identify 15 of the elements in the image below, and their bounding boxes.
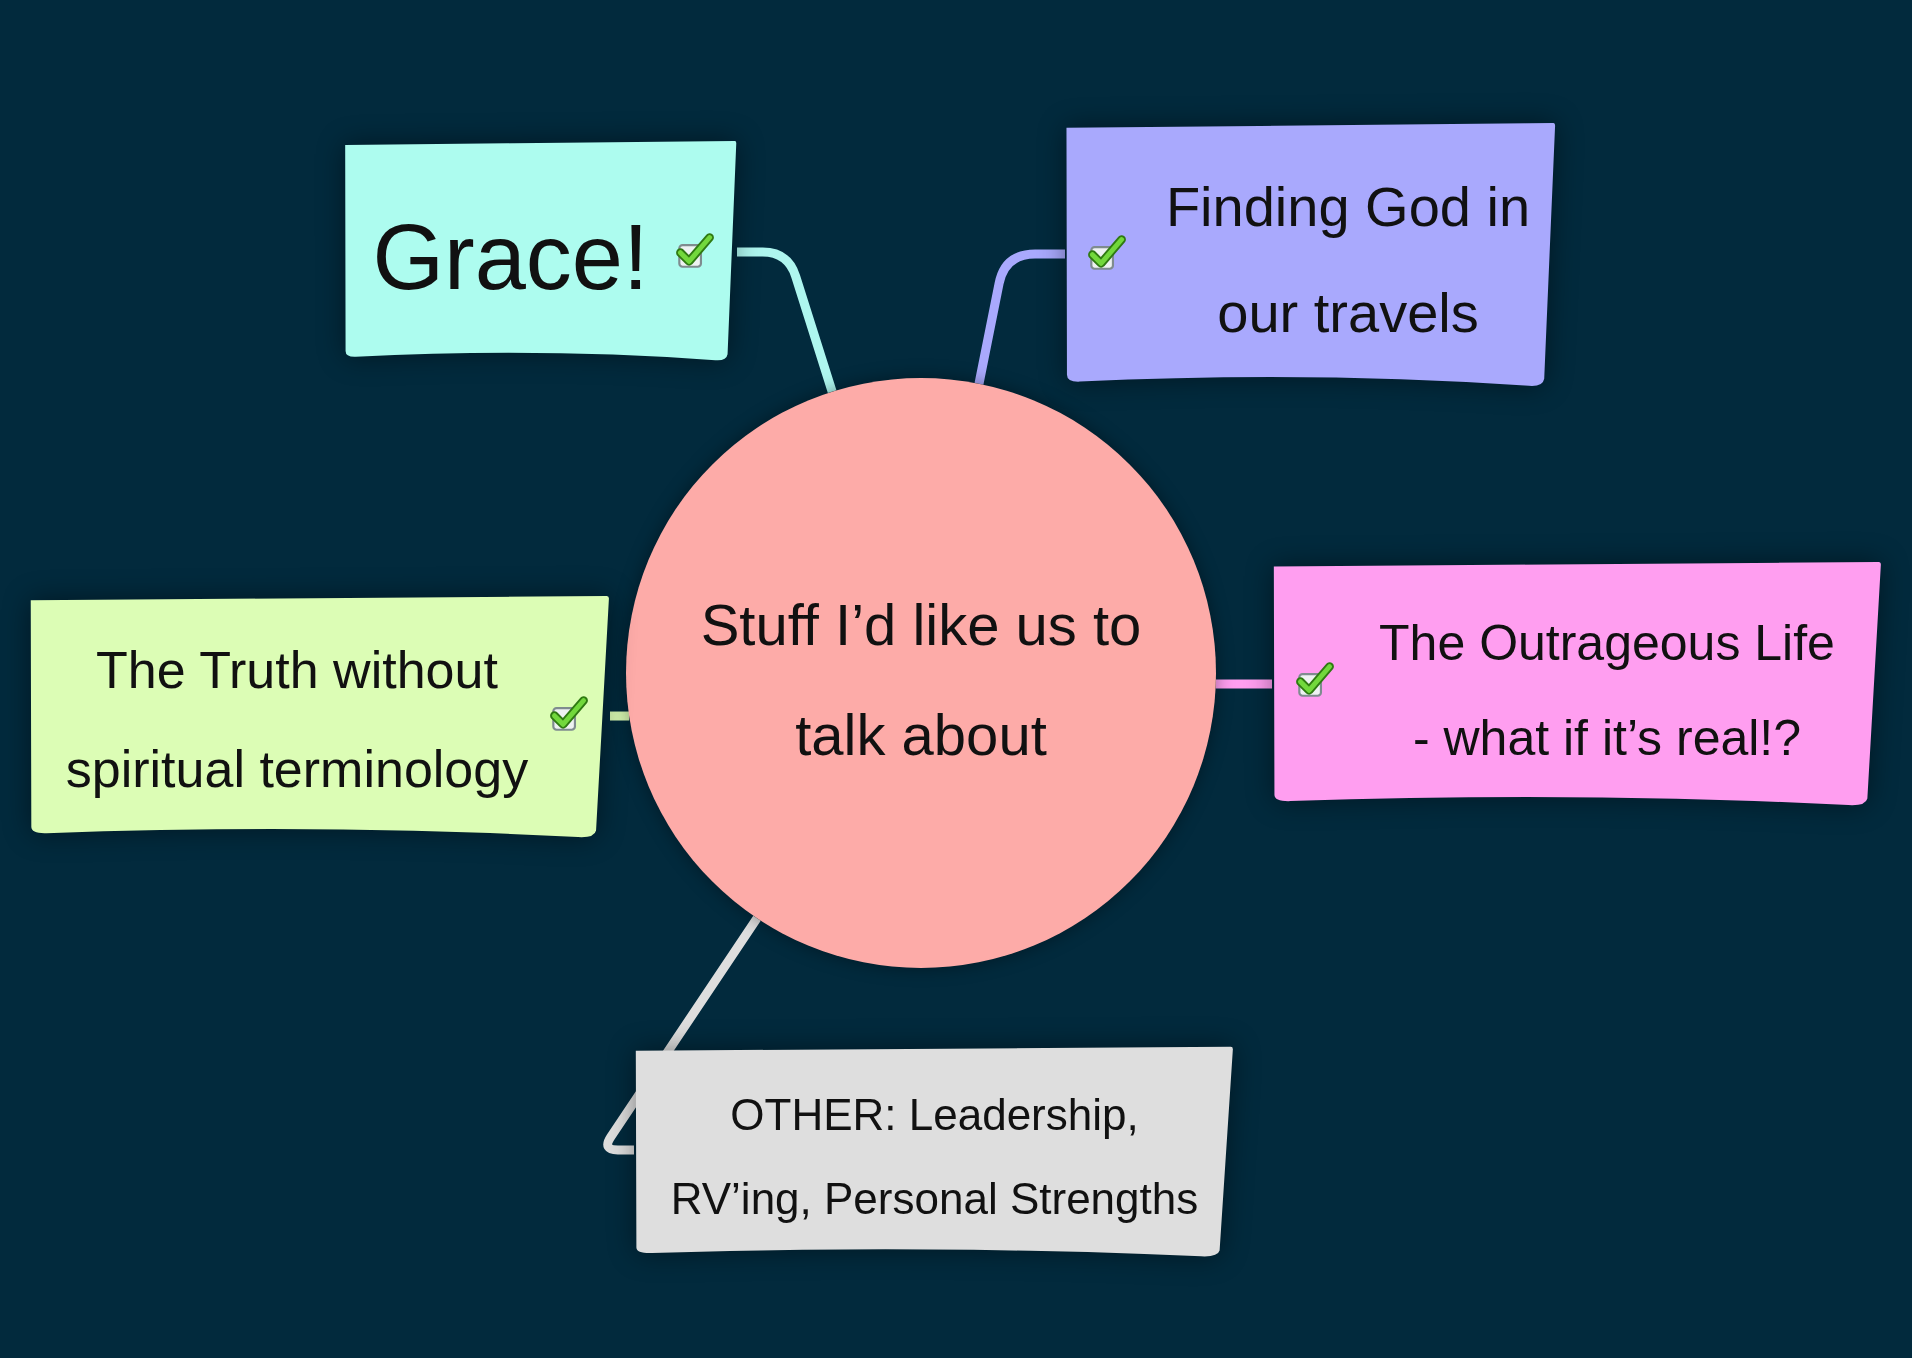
connector-line — [1215, 679, 1272, 689]
topic-text: OTHER: Leadership, RV’ing, Personal Strengths — [669, 1089, 1200, 1225]
topic-box — [1272, 561, 1882, 807]
topic-text: Finding God in our travels — [1164, 173, 1532, 346]
connector-line — [974, 249, 1065, 385]
topic-text: Stuff I’d like us to talk about — [699, 590, 1143, 769]
topic-box — [1065, 122, 1556, 388]
topic-box — [634, 1046, 1234, 1258]
topic-box — [344, 140, 737, 362]
connector-line — [737, 247, 837, 394]
topic-text: The Outrageous Life - what if it’s real!? — [1378, 614, 1836, 768]
topic-text: Grace! — [372, 204, 649, 310]
connector-line — [610, 711, 630, 721]
topic-text: The Truth without spiritual terminology — [64, 640, 530, 800]
topic-box — [29, 595, 610, 839]
